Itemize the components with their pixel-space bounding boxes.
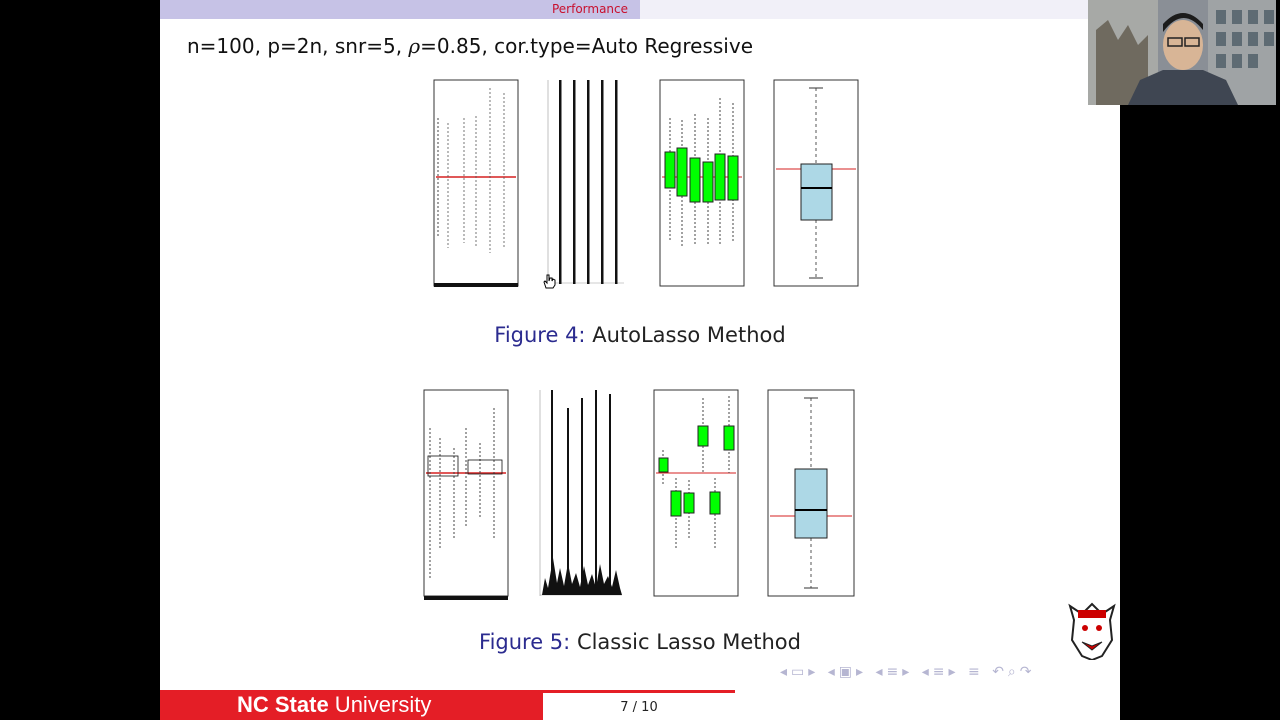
section-tab-performance[interactable]: Performance xyxy=(540,0,640,19)
arrow-right-icon[interactable]: ▸ xyxy=(948,664,960,680)
figure5-label: Figure 5: xyxy=(479,630,571,654)
wolf-mascot-logo xyxy=(1068,602,1116,660)
header-bar: Performance xyxy=(160,0,1088,19)
fig5-panel-green-boxplots xyxy=(653,389,739,597)
subsection-icon[interactable]: ≡ xyxy=(886,664,903,680)
fig5-panel-coef-boxplot xyxy=(423,389,509,600)
figure4-caption: Figure 4: AutoLasso Method xyxy=(160,323,1120,347)
section-icon[interactable]: ▣ xyxy=(838,664,857,680)
fig4-panel-green-boxplots xyxy=(659,79,745,287)
brand-bold: NC State xyxy=(237,692,329,717)
arrow-left-icon[interactable]: ◂ xyxy=(875,664,887,680)
fig4-panel-coef-boxplot xyxy=(433,79,519,287)
presenter-webcam xyxy=(1088,0,1276,105)
fig5-panel-selection-freq xyxy=(539,390,622,596)
arrow-right-icon[interactable]: ▸ xyxy=(856,664,868,680)
headline-rho: ρ xyxy=(408,34,421,58)
arrow-left-icon[interactable]: ◂ xyxy=(921,664,933,680)
fig5-panel-blue-boxplot xyxy=(767,389,855,597)
slide-headline: n=100, p=2n, snr=5, ρ=0.85, cor.type=Aut… xyxy=(187,34,753,58)
figure4-panels xyxy=(433,79,859,287)
arrow-right-icon[interactable]: ▸ xyxy=(808,664,820,680)
university-brand: NC State University xyxy=(160,690,543,720)
arrow-right-icon[interactable]: ▸ xyxy=(902,664,914,680)
footer-bar: NC State University 7 / 10 xyxy=(160,690,1120,720)
fig4-panel-blue-boxplot xyxy=(773,79,859,287)
beamer-navigation: ◂▭▸ ◂▣▸ ◂≡▸ ◂≡▸ ≡ ↶⌕↷ xyxy=(780,664,1036,680)
fig4-panel-selection-freq xyxy=(547,80,624,286)
subsection-icon[interactable]: ≡ xyxy=(932,664,949,680)
headline-prefix: n=100, p=2n, snr=5, xyxy=(187,34,409,58)
arrow-left-icon[interactable]: ◂ xyxy=(780,664,792,680)
figure5-panels xyxy=(423,389,855,600)
undo-icon[interactable]: ↶ xyxy=(992,664,1008,680)
figure4-label: Figure 4: xyxy=(494,323,586,347)
page-number: 7 / 10 xyxy=(543,690,735,720)
figure5-caption: Figure 5: Classic Lasso Method xyxy=(160,630,1120,654)
headline-suffix: =0.85, cor.type=Auto Regressive xyxy=(420,34,754,58)
menu-icon[interactable]: ≡ xyxy=(968,664,984,680)
arrow-left-icon[interactable]: ◂ xyxy=(827,664,839,680)
search-icon[interactable]: ⌕ xyxy=(1007,664,1020,680)
brand-rest: University xyxy=(328,692,432,717)
figure4-title: AutoLasso Method xyxy=(592,323,786,347)
frame-icon[interactable]: ▭ xyxy=(791,664,809,680)
figure5-title: Classic Lasso Method xyxy=(576,630,801,654)
slide: Performance n=100, p=2n, snr=5, ρ=0.85, … xyxy=(160,0,1120,720)
hand-cursor-icon xyxy=(542,273,556,293)
redo-icon[interactable]: ↷ xyxy=(1019,664,1036,680)
